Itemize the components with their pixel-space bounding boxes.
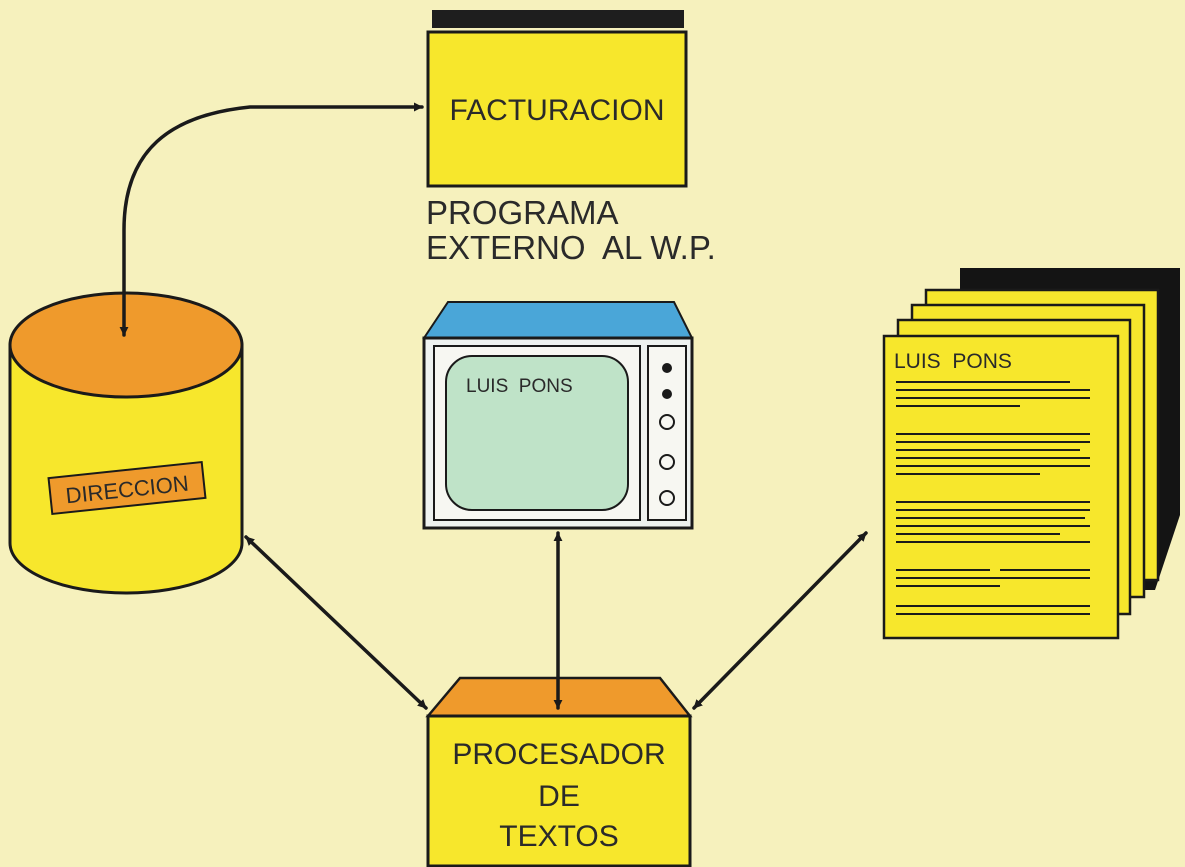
externo-label: EXTERNO AL W.P. <box>426 229 716 266</box>
screen-text: LUIS PONS <box>466 376 573 397</box>
database-cylinder-icon: DIRECCION <box>10 293 242 593</box>
procesador-line1: PROCESADOR <box>452 738 665 771</box>
arrow-database-to-procesador <box>246 537 426 708</box>
programa-externo-caption: PROGRAMA EXTERNO AL W.P. <box>426 194 716 266</box>
programa-label: PROGRAMA <box>426 194 619 231</box>
knob-filled-icon <box>662 363 672 373</box>
arrow-documents-to-procesador <box>694 533 866 708</box>
knob-filled-icon <box>662 389 672 399</box>
procesador-line3: TEXTOS <box>499 820 618 853</box>
printed-documents-stack-icon: LUIS PONS <box>884 268 1180 638</box>
facturacion-box: FACTURACION <box>428 10 686 186</box>
facturacion-label: FACTURACION <box>449 94 664 127</box>
monitor-icon: LUIS PONS <box>424 302 692 528</box>
document-header: LUIS PONS <box>894 350 1012 373</box>
procesador-line2: DE <box>538 780 580 813</box>
